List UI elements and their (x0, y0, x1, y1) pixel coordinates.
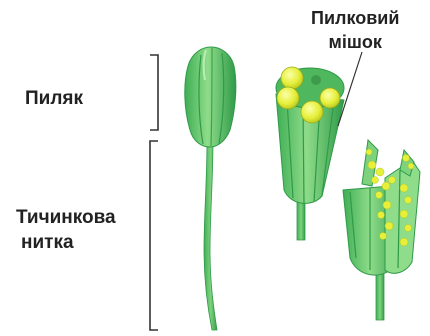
pollen-sac (281, 67, 303, 89)
pollen-sac-label: Пилковий мішок (311, 6, 399, 54)
filament-label-line1: Тичинкова (16, 205, 116, 230)
anther-body (185, 47, 236, 147)
pollen-sac-label-line2: мішок (311, 30, 399, 54)
whole-stamen (185, 47, 236, 330)
anther-bracket (150, 55, 158, 130)
filament-label: Тичинкова нитка (16, 205, 116, 255)
filament-label-line2: нитка (21, 230, 116, 255)
anther-label: Пиляк (25, 86, 83, 111)
open-anther (343, 140, 420, 320)
filament-stalk (204, 140, 217, 330)
filament-bracket (150, 141, 158, 330)
pollen-sac-label-line1: Пилковий (311, 6, 399, 30)
